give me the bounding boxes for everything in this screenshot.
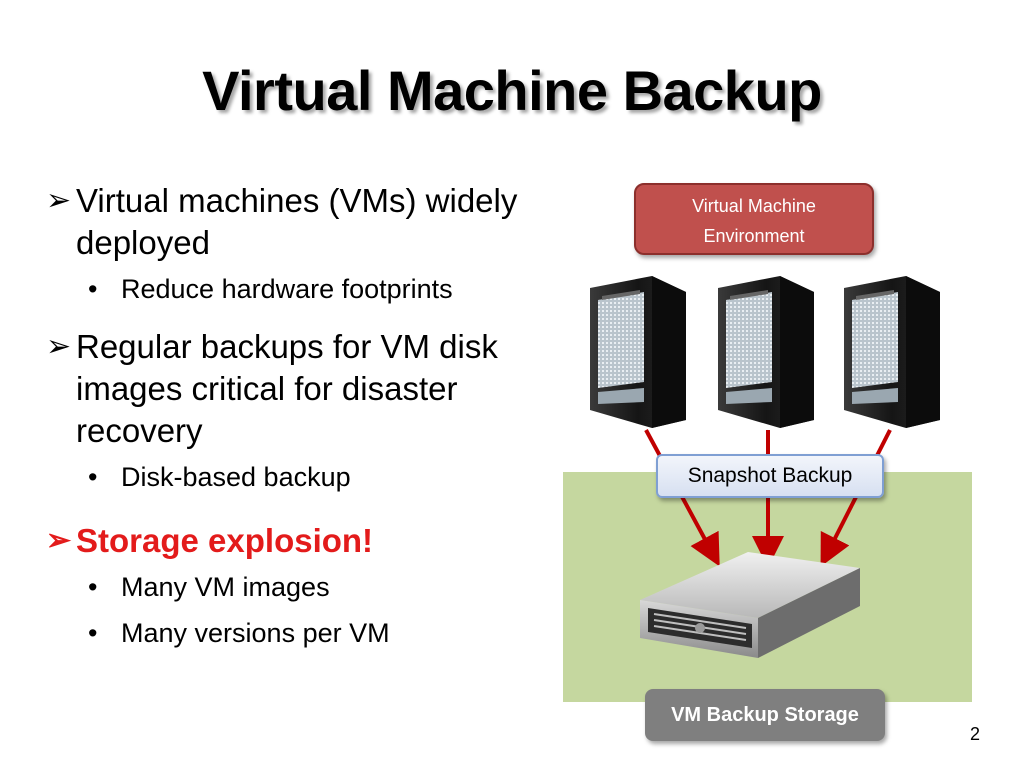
sub-bullet-item: • Many VM images	[46, 570, 556, 604]
page-number: 2	[969, 724, 980, 744]
bullet-item: ➢ Regular backups for VM disk images cri…	[46, 326, 556, 452]
tower-server-icon	[590, 276, 686, 428]
bullet-text: Regular backups for VM disk images criti…	[76, 328, 498, 449]
sub-bullet-text: Reduce hardware footprints	[121, 274, 453, 304]
sub-bullet-item: • Many versions per VM	[46, 616, 556, 650]
tower-server-icon	[718, 276, 814, 428]
sub-bullet-item: • Disk-based backup	[46, 460, 556, 494]
env-label-line: Virtual Machine	[692, 196, 816, 216]
bullet-text: Virtual machines (VMs) widely deployed	[76, 182, 518, 261]
env-label-line: Environment	[703, 226, 805, 246]
arrow-bullet-icon: ➢	[46, 524, 72, 557]
sub-bullet-text: Many versions per VM	[121, 618, 390, 648]
bullet-item-highlight: ➢ Storage explosion!	[46, 520, 556, 562]
bullet-text: Storage explosion!	[76, 522, 374, 559]
dot-bullet-icon: •	[88, 274, 98, 304]
sub-bullet-text: Disk-based backup	[121, 462, 351, 492]
bullet-item: ➢ Virtual machines (VMs) widely deployed	[46, 180, 556, 264]
arrow-bullet-icon: ➢	[46, 330, 72, 363]
vm-backup-storage-label: VM Backup Storage	[645, 689, 885, 741]
slide-title: Virtual Machine Backup	[202, 59, 822, 122]
vm-environment-label: Virtual Machine Environment	[634, 183, 874, 255]
snapshot-backup-label: Snapshot Backup	[656, 454, 884, 498]
dot-bullet-icon: •	[88, 462, 98, 492]
bullet-list: ➢ Virtual machines (VMs) widely deployed…	[46, 180, 556, 662]
dot-bullet-icon: •	[88, 618, 98, 648]
dot-bullet-icon: •	[88, 572, 98, 602]
arrow-bullet-icon: ➢	[46, 184, 72, 217]
sub-bullet-text: Many VM images	[121, 572, 330, 602]
rack-server-icon	[640, 552, 860, 658]
tower-server-icon	[844, 276, 940, 428]
sub-bullet-item: • Reduce hardware footprints	[46, 272, 556, 306]
